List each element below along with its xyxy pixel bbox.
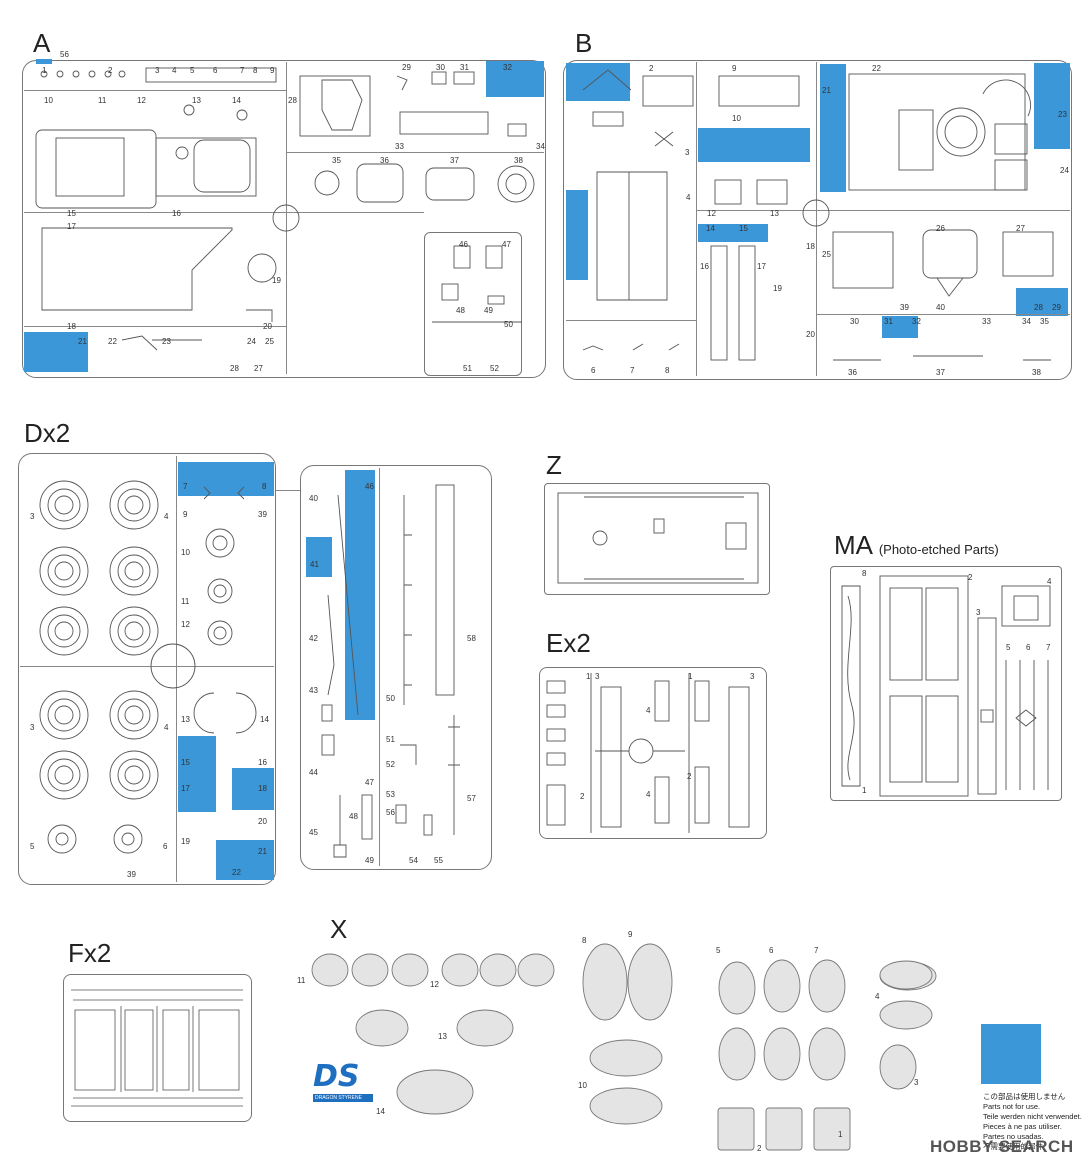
sprue-b-unused-part-1 <box>566 63 630 101</box>
sprue-b-parts-drawing <box>582 69 1054 361</box>
sprue-ma-photoetch-drawing <box>841 575 1051 797</box>
sprue-d-title: Dx2 <box>24 418 71 448</box>
legend-line-zh: 不需要使用的部件 <box>983 1142 1043 1151</box>
sprue-x-bedrolls-drawing <box>879 960 933 1090</box>
sprue-b-unused-part-21 <box>820 64 846 192</box>
sprue-d-right-frame <box>300 465 492 870</box>
sprue-d-unused-parts-15-17 <box>178 736 216 812</box>
sprue-d-unused-parts-21-22 <box>216 840 274 880</box>
sprue-z-title: Z <box>546 450 562 480</box>
sprue-b-unused-part-11 <box>698 128 810 162</box>
sprue-d-unused-part-18 <box>232 768 274 810</box>
sprue-ma-frame <box>830 566 1062 801</box>
sprue-d-unused-part-41 <box>306 537 332 577</box>
sprue-a-unused-part-56 <box>36 59 52 64</box>
legend-line-fr: Pieces à ne pas utiliser. <box>983 1122 1062 1131</box>
sprue-b-unused-part-14-15 <box>698 224 768 242</box>
sprue-a-unused-part-21 <box>24 332 88 372</box>
sprue-f-title: Fx2 <box>68 938 112 968</box>
sprue-x-stowage-drawing <box>311 943 937 1151</box>
legend-line-es: Partes no usadas. <box>983 1132 1044 1141</box>
sprue-a-subframe <box>424 232 522 376</box>
sprue-b-frame <box>563 60 1072 380</box>
sprue-f-frame <box>63 974 252 1122</box>
ds-logo-caption: DRAGON STYRENE <box>313 1094 373 1102</box>
legend-line-de: Teile werden nicht verwendet. <box>983 1112 1082 1121</box>
sprue-e-tracks-drawing <box>546 673 750 833</box>
sprue-x-title: X <box>330 914 348 944</box>
sprue-d-unused-part-46 <box>345 470 375 720</box>
sprue-b-unused-part-5 <box>566 190 588 280</box>
watermark-text: HOBBY SEARCH <box>930 1137 1074 1156</box>
sprue-d-tools-drawing <box>321 484 460 858</box>
sprue-ma-title: MA (Photo-etched Parts) <box>834 532 999 558</box>
sprue-b-unused-part-28-29 <box>1016 288 1068 316</box>
legend-line-en: Parts not for use. <box>983 1102 1041 1111</box>
ds-logo-text: DS <box>313 1059 360 1094</box>
sprue-z-frame <box>544 483 770 595</box>
hobby-search-logo-icon: HOBBY SEARCH <box>930 1137 1074 1157</box>
legend-line-ja: この部品は使用しません <box>983 1092 1066 1101</box>
sprue-e-title: Ex2 <box>546 628 591 658</box>
dragon-styrene-logo-icon: DS DRAGON STYRENE <box>313 1062 373 1108</box>
sprue-b-unused-part-31 <box>882 316 918 338</box>
sprue-d-unused-parts-7-8 <box>178 462 274 496</box>
sprue-z-drawing <box>557 492 759 584</box>
sprue-d-wheels-drawing <box>39 480 257 854</box>
unused-parts-legend-swatch <box>981 1024 1041 1084</box>
sprue-b-title: B <box>575 28 593 58</box>
sprue-a-title: A <box>33 28 51 58</box>
sprue-ma-subtitle: (Photo-etched Parts) <box>878 542 999 557</box>
sprue-f-tracks-drawing <box>71 989 243 1107</box>
sprue-a-parts-drawing <box>35 67 535 351</box>
sprue-b-unused-part-23 <box>1034 63 1070 149</box>
sprue-ma-label: MA <box>834 530 872 560</box>
sprue-a-unused-part-32 <box>486 61 544 97</box>
